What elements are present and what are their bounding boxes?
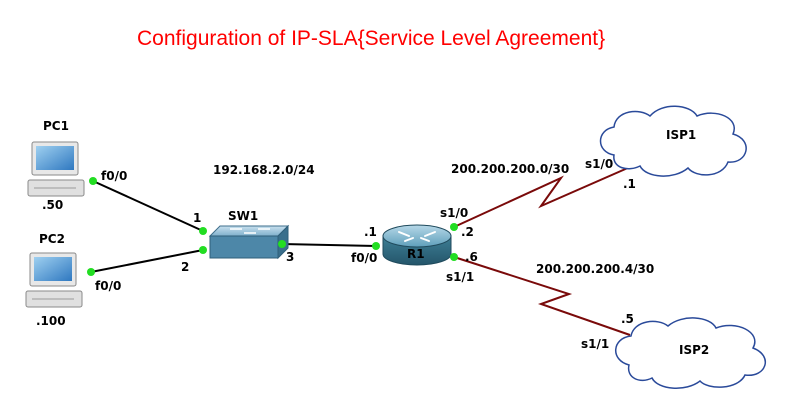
port-dot-r1-s10 [450,223,458,231]
r1-wan1-port-label: s1/0 [440,206,468,220]
r1-lan-ip-label: .1 [364,225,377,239]
port-dot-sw1-2 [199,246,207,254]
isp2-label: ISP2 [679,343,709,357]
wan1-network-label: 200.200.200.0/30 [451,162,569,176]
r1-label: R1 [407,247,425,261]
pc2-port-label: f0/0 [95,279,121,293]
pc2-label: PC2 [39,232,65,246]
isp2-cloud[interactable] [615,317,766,389]
r1-wan2-port-label: s1/1 [446,270,474,284]
r1-wan2-ip-label: .6 [465,250,478,264]
sw1-port1-label: 1 [193,211,201,225]
pc1-port-label: f0/0 [101,169,127,183]
link-r1-isp1 [453,166,631,228]
pc2-icon[interactable] [25,252,83,308]
isp2-port-label: s1/1 [581,337,609,351]
link-pc2-sw1 [90,249,204,273]
isp1-label: ISP1 [666,128,696,142]
pc1-label: PC1 [43,119,69,133]
r1-wan1-ip-label: .2 [461,225,474,239]
pc1-ip-label: .50 [42,198,63,212]
link-sw1-r1 [281,243,377,247]
sw1-port2-label: 2 [181,260,189,274]
port-dot-r1-f00 [372,242,380,250]
wan2-network-label: 200.200.200.4/30 [536,262,654,276]
router-icon[interactable] [382,224,452,266]
port-dot-r1-s11 [450,253,458,261]
pc1-icon[interactable] [27,141,85,197]
r1-lan-port-label: f0/0 [351,251,377,265]
port-dot-pc2 [87,268,95,276]
switch-icon[interactable] [208,224,290,260]
link-pc1-sw1 [92,180,204,232]
port-dot-sw1-1 [199,227,207,235]
diagram-title: Configuration of IP-SLA{Service Level Ag… [137,27,605,50]
port-dot-sw1-3 [278,240,286,248]
link-r1-isp2 [453,256,631,336]
isp1-cloud[interactable] [599,105,747,177]
isp1-ip-label: .1 [623,177,636,191]
isp2-ip-label: .5 [621,312,634,326]
sw1-port3-label: 3 [286,250,294,264]
port-dot-pc1 [89,177,97,185]
isp1-port-label: s1/0 [585,157,613,171]
sw1-label: SW1 [228,209,258,223]
lan-network-label: 192.168.2.0/24 [213,163,315,177]
pc2-ip-label: .100 [36,314,66,328]
